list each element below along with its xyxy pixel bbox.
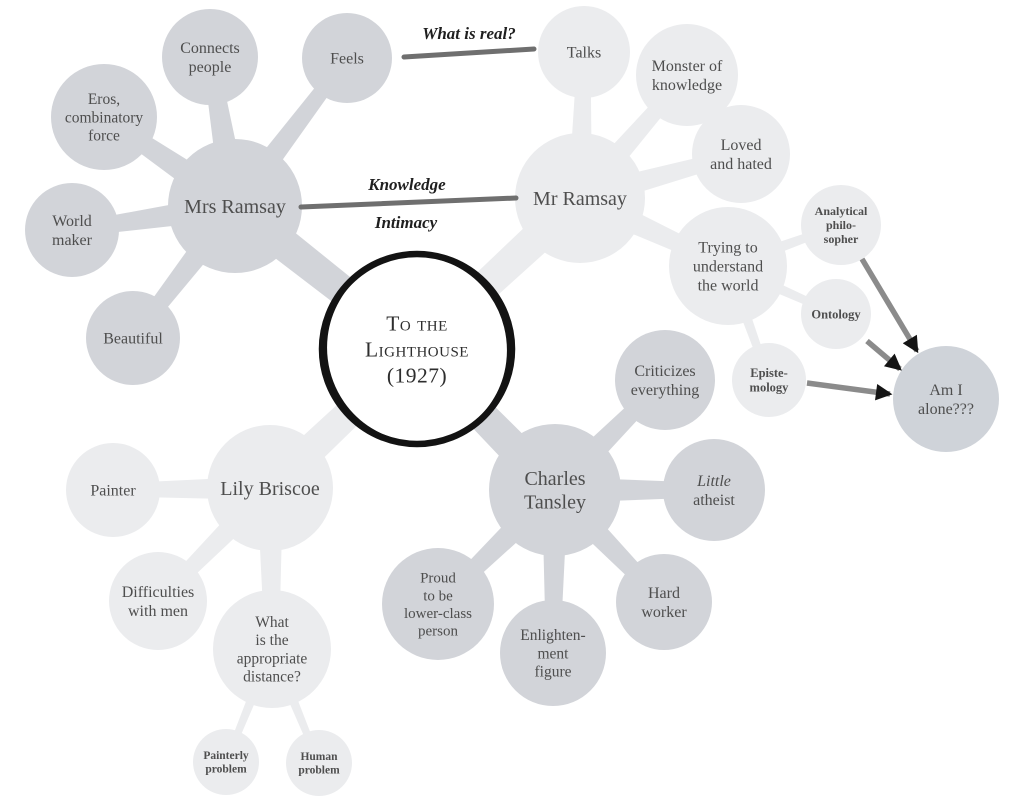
center-node	[322, 254, 512, 444]
node-painterly	[193, 729, 259, 795]
node-proud	[382, 548, 494, 660]
node-connects-people	[162, 9, 258, 105]
arrow-analytical-alone	[859, 257, 920, 354]
node-monster	[636, 24, 738, 126]
node-trying	[669, 207, 787, 325]
node-hard-worker	[616, 554, 712, 650]
node-label-mrs-ramsay: Mrs Ramsay	[184, 196, 286, 218]
node-distance	[213, 590, 331, 708]
node-label-epistemology: Episte-mology	[750, 366, 790, 395]
relation-label-what-is-real: What is real?	[422, 24, 516, 43]
relation-label-intimacy: Intimacy	[374, 213, 438, 232]
relation-line-what-is-real	[401, 46, 537, 60]
arrow-epistemology-alone	[806, 380, 893, 401]
node-label-mr-ramsay: Mr Ramsay	[533, 188, 627, 210]
node-loved-hated	[692, 105, 790, 203]
node-enlightenment	[500, 600, 606, 706]
node-label-feels: Feels	[330, 50, 364, 67]
node-difficulties	[109, 552, 207, 650]
node-ontology	[801, 279, 871, 349]
node-epistemology	[732, 343, 806, 417]
arrow-ontology-alone	[865, 338, 902, 372]
node-world-maker	[25, 183, 119, 277]
node-label-painter: Painter	[90, 482, 136, 499]
node-label-beautiful: Beautiful	[103, 330, 163, 347]
node-charles-tansley	[489, 424, 621, 556]
node-painter	[66, 443, 160, 537]
node-label-ontology: Ontology	[811, 307, 861, 321]
node-feels	[302, 13, 392, 103]
node-human	[286, 730, 352, 796]
node-eros	[51, 64, 157, 170]
relation-label-knowledge: Knowledge	[367, 175, 446, 194]
node-mrs-ramsay	[168, 139, 302, 273]
node-label-talks: Talks	[567, 44, 601, 61]
node-beautiful	[86, 291, 180, 385]
node-criticizes	[615, 330, 715, 430]
relation-line-knowledge	[298, 195, 519, 210]
center-ring-inner	[323, 252, 511, 446]
node-talks	[538, 6, 630, 98]
node-mr-ramsay	[515, 133, 645, 263]
node-little-atheist	[663, 439, 765, 541]
node-analytical	[801, 185, 881, 265]
node-label-lily-briscoe: Lily Briscoe	[220, 478, 320, 500]
node-lily-briscoe	[207, 425, 333, 551]
node-am-i-alone	[893, 346, 999, 452]
